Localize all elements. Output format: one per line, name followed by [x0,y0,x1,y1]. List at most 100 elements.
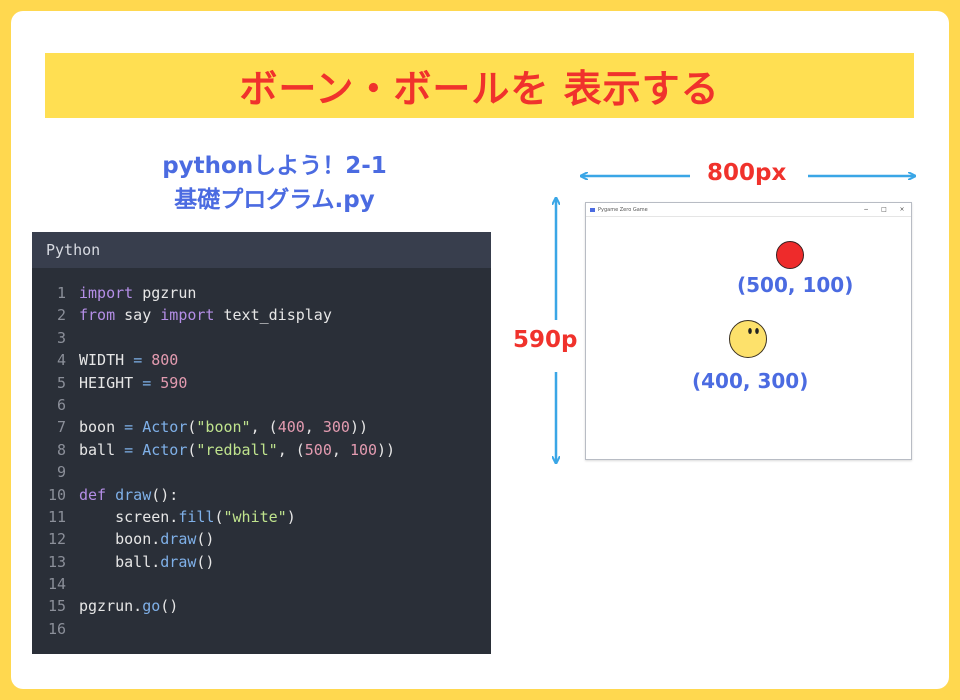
line-number: 14 [47,575,66,594]
code-token: WIDTH [79,351,134,370]
code-line: 12 boon.draw() [32,528,491,550]
code-token: 100 [349,440,378,459]
line-code: boon.draw() [79,528,214,550]
red-ball-sprite [776,241,804,269]
code-token: ( [214,507,224,526]
ball-coordinate-label: (500, 100) [737,273,854,297]
code-line: 5 HEIGHT = 590 [32,372,491,394]
code-token: )) [349,418,368,437]
app-icon [590,207,595,212]
line-code: screen.fill("white") [79,506,296,528]
code-token: pgzrun [133,284,197,302]
code-token [133,441,142,459]
lesson-subtitle: pythonしよう！2-1 [162,153,387,179]
line-number: 5 [56,373,66,392]
code-token: = [133,351,143,370]
code-line: 1 import pgzrun [32,282,491,304]
code-token: ball [79,440,125,459]
code-token: import [79,284,134,302]
code-token: text_display [214,306,332,325]
boon-coordinate-label: (400, 300) [692,369,809,393]
line-number: 4 [56,351,66,370]
code-token: 590 [160,373,188,392]
line-number: 8 [56,440,66,459]
code-token [106,486,115,504]
close-button[interactable]: × [899,206,905,213]
line-code: WIDTH = 800 [79,349,178,371]
code-token: go [142,597,161,616]
code-token: fill [178,507,215,526]
code-line: 16 [32,618,491,640]
code-token: = [142,373,152,392]
code-lines: 1 import pgzrun 2 from say import text_disp… [32,282,491,640]
code-token: , [304,418,323,437]
game-canvas [729,241,804,358]
code-token: def [79,485,107,504]
code-token: 500 [304,440,332,459]
line-number: 16 [47,619,66,638]
pygame-window[interactable]: Pygame Zero Game − □ × [585,202,912,460]
code-token: , ( [250,418,278,437]
code-line: 3 [32,327,491,349]
line-number: 15 [47,597,66,616]
line-number: 11 [47,507,66,526]
line-number: 7 [56,418,66,437]
code-token: draw [115,485,152,504]
line-number: 1 [56,284,66,302]
code-token: 400 [277,418,305,437]
code-token: ( [187,418,197,437]
code-line: 6 [32,394,491,416]
code-token: "white" [223,507,287,526]
code-line: 4 WIDTH = 800 [32,349,491,371]
minimize-button[interactable]: − [863,206,869,213]
code-line: 13 ball.draw() [32,551,491,573]
line-number: 13 [47,552,66,571]
code-token: () [160,597,179,616]
code-line: 15 pgzrun.go() [32,595,491,617]
code-line: 11 screen.fill("white") [32,506,491,528]
code-token: () [196,530,215,549]
code-token: draw [160,530,197,549]
line-code: import pgzrun [79,282,196,304]
code-line: 10 def draw(): [32,484,491,506]
line-code: pgzrun.go() [79,595,178,617]
editor-language-label: Python [32,232,491,268]
window-titlebar[interactable]: Pygame Zero Game − □ × [586,203,911,217]
code-line: 7 boon = Actor("boon", (400, 300)) [32,416,491,438]
line-code: def draw(): [79,484,178,506]
line-code: boon = Actor("boon", (400, 300)) [79,416,368,438]
line-number: 6 [56,395,66,414]
code-token [133,418,142,436]
code-token: ball. [79,552,161,571]
code-token: HEIGHT [79,373,143,392]
line-code: from say import text_display [79,304,332,326]
code-token: ) [286,507,296,526]
code-token: 300 [322,418,350,437]
line-number: 2 [56,306,66,325]
line-code: ball.draw() [79,551,214,573]
code-token: () [196,552,215,571]
line-number: 12 [47,530,66,549]
code-token: draw [160,552,197,571]
page-title: ボーン・ボールを 表示する [239,67,720,111]
code-token: , ( [277,440,305,459]
line-code: HEIGHT = 590 [79,372,187,394]
code-token: Actor [142,418,188,437]
code-line: 9 [32,461,491,483]
code-token: )) [377,440,396,459]
width-label: 800px [707,160,787,186]
title-banner: ボーン・ボールを 表示する [45,53,914,118]
line-number: 10 [47,485,66,504]
maximize-button[interactable]: □ [881,206,887,213]
code-editor: Python 1 import pgzrun 2 from say import te… [32,232,491,654]
code-token: Actor [142,440,188,459]
boon-sprite [729,320,767,358]
code-token: = [124,418,134,437]
code-token: ( [187,440,197,459]
code-token: "redball" [196,440,278,459]
code-token: , [331,440,350,459]
code-line: 14 [32,573,491,595]
code-token: "boon" [196,418,251,437]
code-token: from [79,306,116,325]
code-token [151,374,160,392]
